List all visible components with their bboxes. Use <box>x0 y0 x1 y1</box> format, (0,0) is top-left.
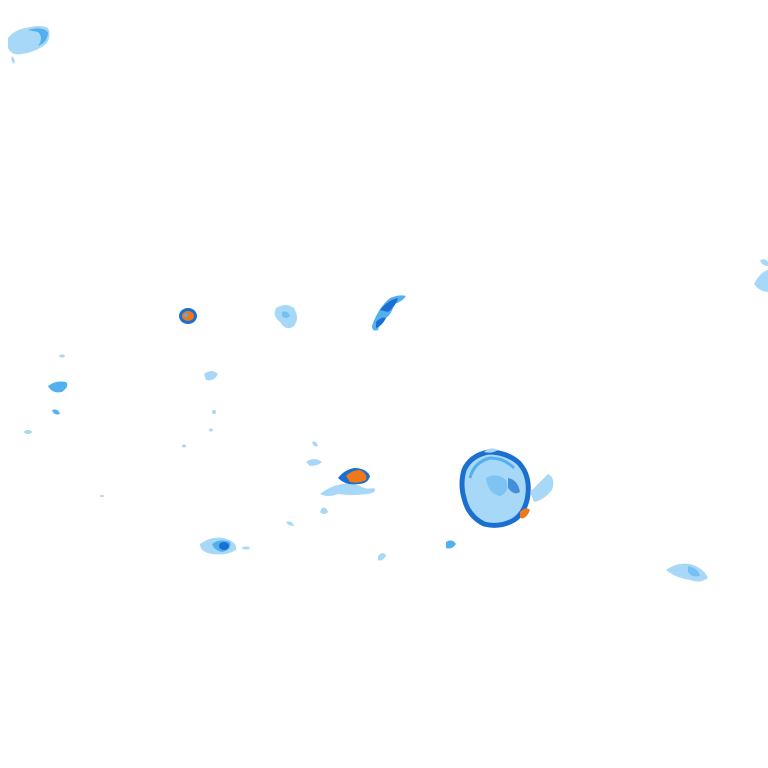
precip-cell-southeast <box>666 563 708 582</box>
precip-cell-southwest <box>200 537 250 555</box>
precip-cell-scatter-west <box>24 354 218 497</box>
precip-cell-east-edge <box>754 259 768 292</box>
precip-cell-north-arc <box>372 295 406 331</box>
precip-cell-nw-corner <box>8 26 50 64</box>
precip-cell-west-orange <box>179 308 197 324</box>
precip-cell-ring <box>459 448 554 528</box>
precip-cell-center-orange <box>286 441 376 526</box>
precip-cell-scatter-south <box>378 540 456 561</box>
precip-cell-central-light <box>274 305 297 329</box>
